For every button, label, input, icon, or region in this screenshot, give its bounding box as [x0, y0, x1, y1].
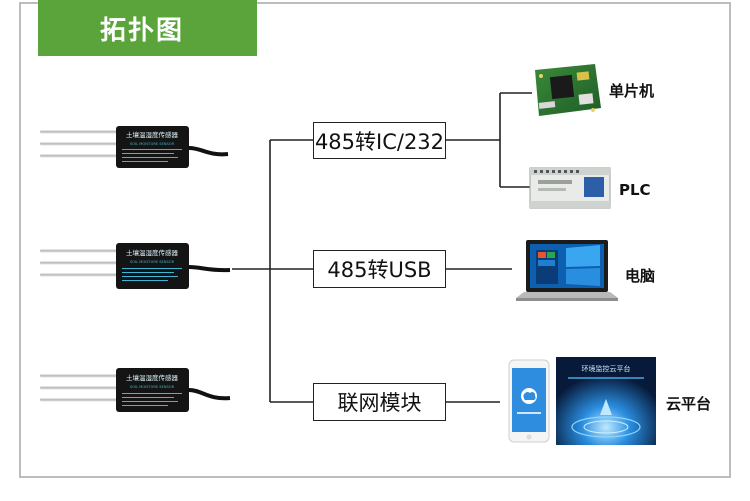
- sensor-label-cn: 土壤温湿度传感器: [126, 130, 179, 139]
- converter-485-to-ic232: 485转IC/232: [313, 122, 446, 159]
- converter-label: 485转USB: [327, 258, 432, 282]
- network-module: 联网模块: [313, 383, 446, 421]
- cloud-screen-title: 环境监控云平台: [582, 364, 631, 373]
- converter-label: 485转IC/232: [314, 129, 445, 154]
- converter-485-to-usb: 485转USB: [313, 250, 446, 288]
- device-label-pc: 电脑: [625, 267, 656, 285]
- sensor-body: [116, 243, 189, 289]
- phone-icon: [508, 359, 550, 443]
- device-label-cloud: 云平台: [666, 395, 712, 413]
- sensor-label-cn: 土壤温湿度传感器: [126, 373, 179, 382]
- sensor-probe: [40, 261, 118, 265]
- sensor-label-en: SOIL MOISTURE SENSOR: [130, 260, 175, 264]
- diagram-title: 拓扑图: [38, 0, 257, 56]
- sensor-probe: [40, 374, 118, 378]
- sensor-probe: [40, 142, 118, 146]
- mcu-board-icon: [535, 64, 601, 116]
- device-label-plc: PLC: [619, 181, 651, 199]
- sensor-probe: [40, 398, 118, 402]
- sensor-probe: [40, 130, 118, 134]
- plc-icon: [529, 167, 611, 209]
- diagram-frame: [19, 2, 731, 478]
- laptop-icon: [516, 240, 618, 301]
- sensor-cable: [188, 265, 231, 273]
- sensor-label-en: SOIL MOISTURE SENSOR: [130, 142, 175, 146]
- sensor-probe: [40, 386, 118, 390]
- sensor-3: 土壤温湿度传感器 SOIL MOISTURE SENSOR: [40, 368, 231, 412]
- sensor-probe: [40, 273, 118, 277]
- sensor-probe: [40, 154, 118, 158]
- connection-lines: [232, 92, 532, 403]
- sensor-cable: [188, 146, 229, 157]
- sensor-label-cn: 土壤温湿度传感器: [126, 248, 179, 257]
- sensor-2: 土壤温湿度传感器 SOIL MOISTURE SENSOR: [40, 243, 231, 289]
- sensor-probe: [40, 249, 118, 253]
- converter-label: 联网模块: [337, 391, 422, 415]
- cloud-platform-screen-icon: 环境监控云平台: [556, 357, 656, 445]
- sensor-1: 土壤温湿度传感器 SOIL MOISTURE SENSOR: [40, 126, 229, 168]
- device-label-mcu: 单片机: [609, 82, 655, 100]
- sensor-label-en: SOIL MOISTURE SENSOR: [130, 385, 175, 389]
- sensor-cable: [188, 388, 231, 401]
